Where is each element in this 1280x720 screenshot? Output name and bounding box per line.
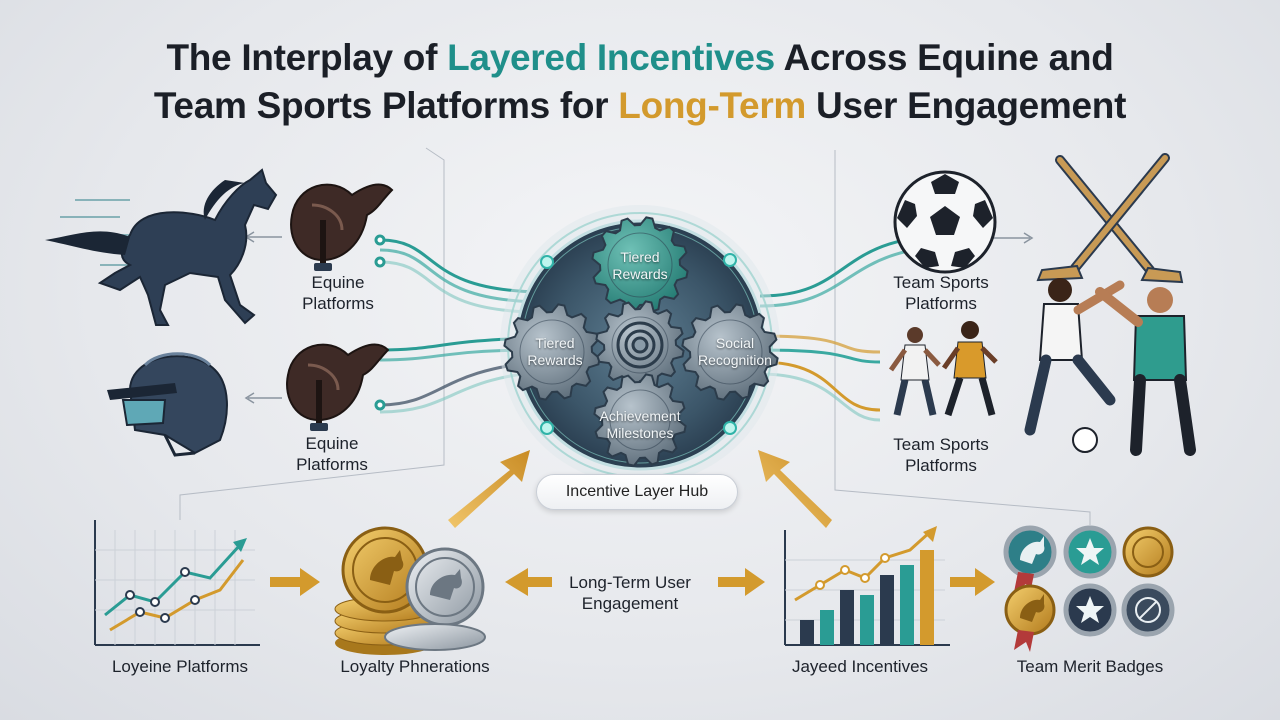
gold-coins-icon [334,526,486,655]
gear-icon-bottom [593,373,687,467]
bottom-arrows [270,568,995,596]
bar-chart-right [784,526,950,646]
hub-arrows [448,450,832,528]
hockey-sticks-icon [1036,153,1184,284]
hub-gears [503,216,779,467]
title-line-1: The Interplay of Layered Incentives Acro… [166,37,1114,78]
saddle-icon [290,183,394,271]
gear-center-ring [631,336,649,354]
right-connectors [759,232,1034,422]
title-line-2: Team Sports Platforms for Long-Term User… [153,85,1127,126]
growth-chart-left [94,520,260,646]
label-loyeine-platforms: Loyeine Platforms [111,657,249,676]
left-connectors [374,234,541,414]
soccer-ball-icon [893,170,997,274]
incentive-layer-hub-label: Incentive Layer Hub [536,474,738,510]
gear-icon-right [681,303,779,401]
label-equine-platforms-bottom: Equine Platforms [296,434,368,474]
team-players-icon [888,278,1196,456]
gear-icon-top [591,216,689,314]
label-team-sports-bottom: Team Sports Platforms [893,435,989,475]
gear-label-tiered-rewards-left: Tiered Rewards [527,335,583,368]
gear-label-achievement-milestones: Achievement Milestones [599,408,681,441]
label-long-term-user-engagement: Long-Term User Engagement [569,573,691,613]
riding-helmet-icon [107,352,228,457]
gear-label-social-recognition: Social Recognition [698,335,772,368]
gear-label-tiered-rewards-top: Tiered Rewards [612,249,668,282]
label-jayeed-incentives: Jayeed Incentives [791,657,929,676]
gear-center-ring [616,321,664,369]
page-title: The Interplay of Layered Incentives Acro… [0,34,1280,130]
saddle-icon [286,343,390,431]
gear-icon-left [503,303,601,401]
label-team-sports-top: Team Sports Platforms [893,273,989,313]
label-loyalty-phnerations: Loyalty Phnerations [340,657,490,676]
gear-center-ring [624,329,656,361]
label-team-merit-badges: Team Merit Badges [1016,657,1164,676]
guide-lines [179,147,1091,525]
label-equine-platforms-top: Equine Platforms [302,273,374,313]
merit-badges-icon [1003,525,1175,652]
running-horse-icon [45,168,278,326]
